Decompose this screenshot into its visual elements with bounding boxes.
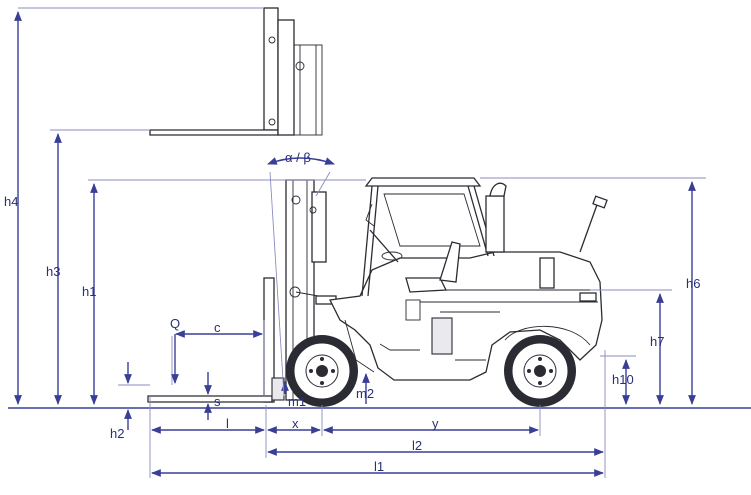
label-h7: h7 [650,334,664,349]
label-alpha-beta: α / β [285,150,311,165]
label-l1: l1 [374,459,384,474]
dimension-lines [14,11,696,477]
label-q: Q [170,316,180,331]
rear-wheel [504,335,576,407]
label-m1: m1 [288,394,306,409]
label-h10: h10 [612,372,634,387]
label-l: l [226,416,229,431]
label-h3: h3 [46,264,60,279]
label-c: c [214,320,221,335]
label-h2: h2 [110,426,124,441]
label-s: s [214,394,221,409]
label-h6: h6 [686,276,700,291]
forklift-illustration [147,7,608,407]
lowered-forks [147,277,285,403]
truck-body [329,251,603,381]
raised-forks [149,7,323,136]
label-h4: h4 [4,194,18,209]
label-h1: h1 [82,284,96,299]
overhead-guard [361,177,608,297]
extension-lines [18,7,706,478]
label-m2: m2 [356,386,374,401]
label-y: y [432,416,439,431]
front-wheel [286,335,358,407]
label-l2: l2 [412,438,422,453]
dimension-labels: h4 h3 h1 h2 h6 h7 h10 Q c s m1 m2 α / β … [4,150,700,474]
tilt-arc [267,157,335,165]
label-x: x [292,416,299,431]
